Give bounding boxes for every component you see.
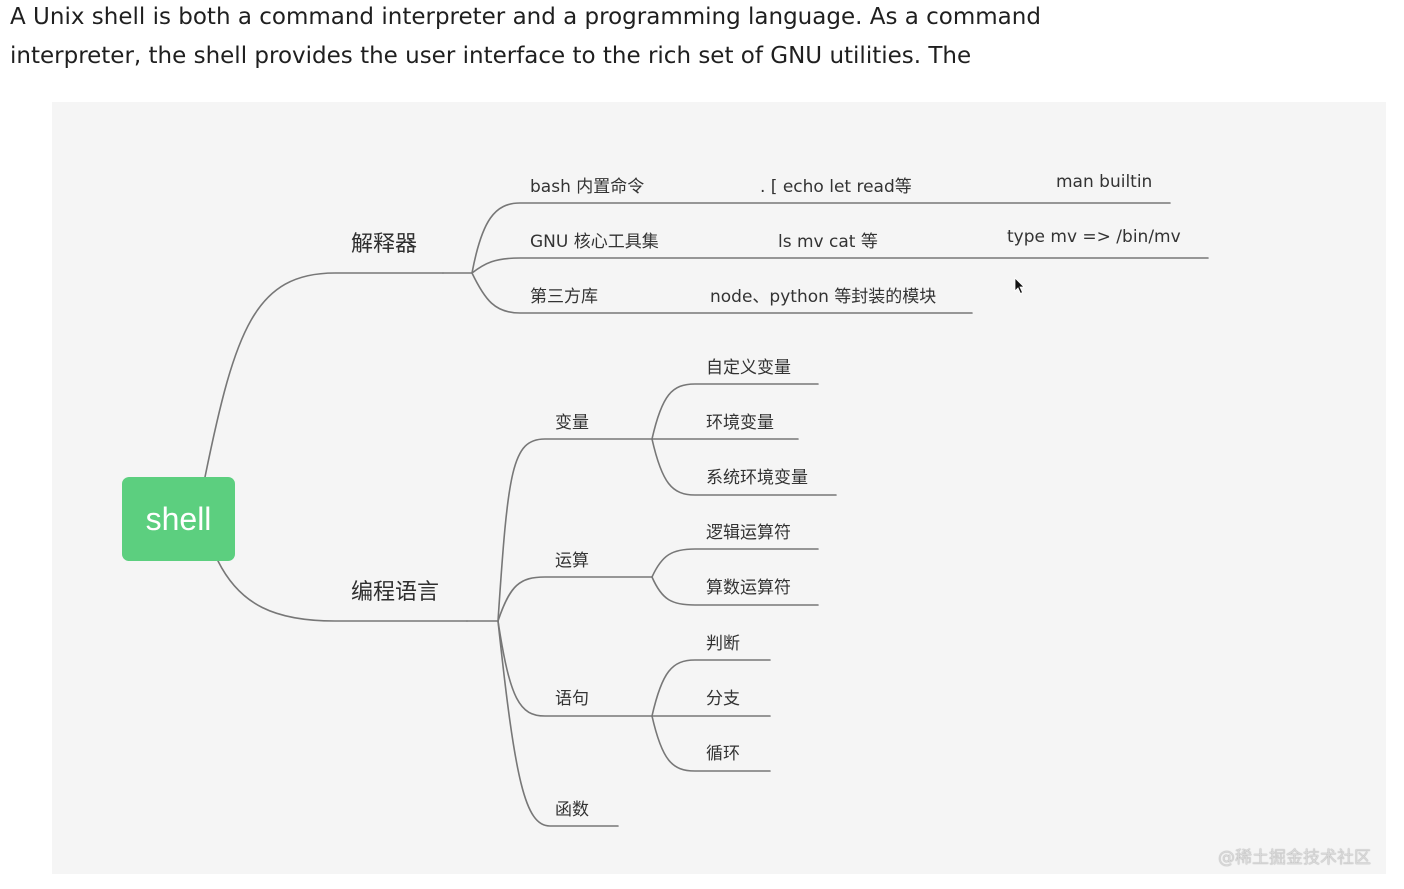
edge-prog-op (497, 576, 653, 622)
node-loop: 循环 (706, 744, 740, 764)
edge-op-1 (651, 548, 819, 578)
node-interpreter: 解释器 (351, 232, 418, 257)
node-gnu-coreutils-examples: ls mv cat 等 (778, 232, 878, 252)
node-third-party: 第三方库 (530, 287, 598, 307)
node-gnu-coreutils: GNU 核心工具集 (530, 232, 659, 252)
node-bash-builtin-examples: . [ echo let read等 (760, 177, 912, 197)
node-logical-operators: 逻辑运算符 (706, 523, 791, 543)
node-statements: 语句 (555, 689, 589, 709)
node-operations: 运算 (555, 551, 589, 571)
node-third-party-examples: node、python 等封装的模块 (710, 287, 937, 307)
edge-var-3 (651, 438, 837, 496)
node-condition: 判断 (706, 634, 740, 654)
mindmap-canvas (52, 102, 1386, 874)
edge-interpreter-third (471, 272, 973, 314)
edge-prog-func (497, 620, 619, 827)
node-arithmetic-operators: 算数运算符 (706, 578, 791, 598)
node-variables: 变量 (555, 413, 589, 433)
edge-interpreter-bash (471, 202, 1171, 274)
intro-text-line-2: interpreter, the shell provides the user… (10, 43, 972, 69)
root-node-shell: shell (122, 477, 235, 561)
node-env-variable: 环境变量 (706, 413, 774, 433)
edge-interpreter-gnu (471, 257, 1209, 274)
edge-prog-stmt (497, 620, 653, 717)
watermark: @稀土掘金技术社区 (1218, 848, 1371, 868)
edge-root-interpreter (204, 272, 444, 478)
edge-root-programming (217, 560, 468, 622)
edge-stmt-3 (651, 715, 771, 772)
mouse-pointer-icon (1014, 277, 1025, 295)
intro-text-line-1: A Unix shell is both a command interpret… (10, 4, 1041, 30)
edge-stmt-1 (651, 659, 771, 717)
node-system-env-variable: 系统环境变量 (706, 468, 808, 488)
node-bash-builtin: bash 内置命令 (530, 177, 645, 197)
node-branch: 分支 (706, 689, 740, 709)
node-functions: 函数 (555, 800, 589, 820)
edge-var-1 (651, 383, 819, 440)
edge-prog-var (497, 438, 653, 622)
node-custom-variable: 自定义变量 (706, 358, 791, 378)
node-gnu-coreutils-note: type mv => /bin/mv (1007, 227, 1181, 247)
node-bash-builtin-note: man builtin (1056, 172, 1153, 192)
node-programming-language: 编程语言 (351, 580, 440, 605)
edge-op-2 (651, 576, 819, 606)
